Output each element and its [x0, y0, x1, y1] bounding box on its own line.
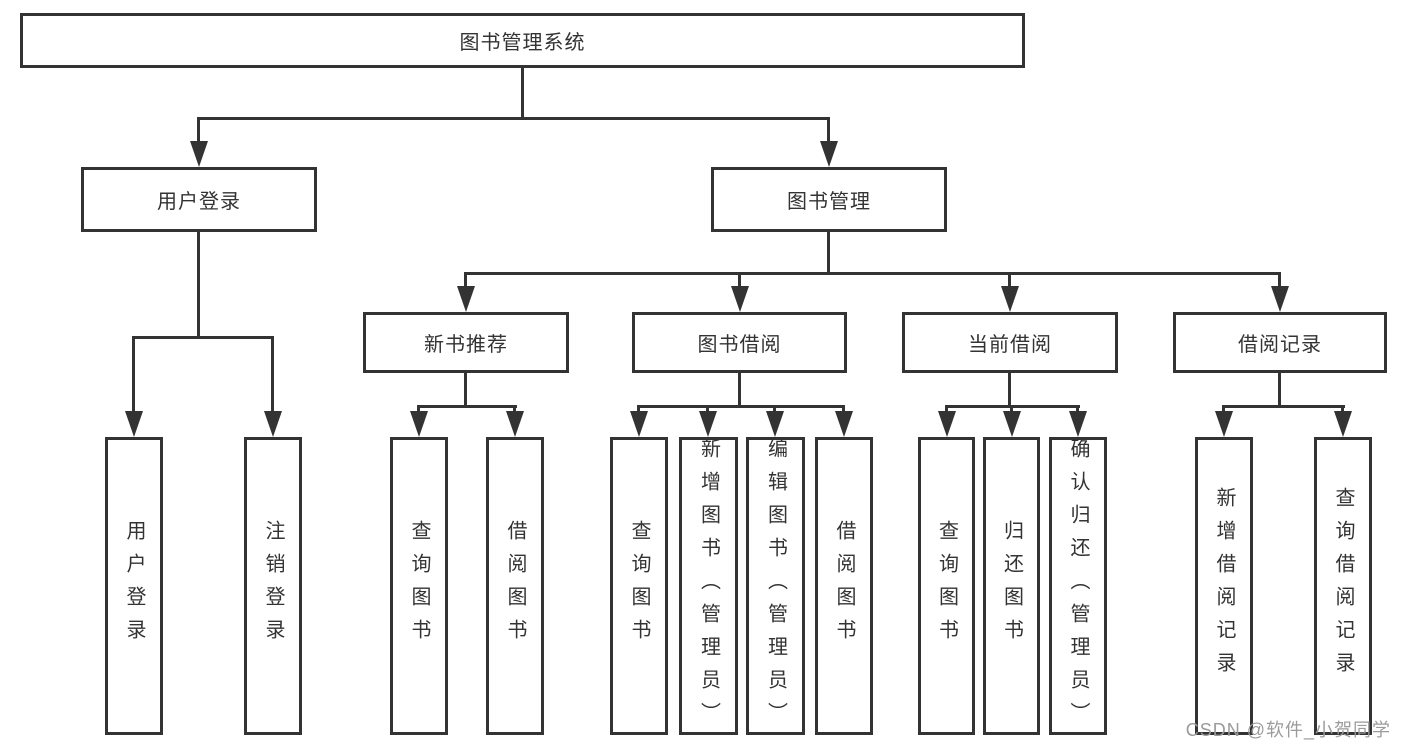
connector-drop-leaf — [132, 336, 135, 413]
connector-drop-book-mgmt — [827, 117, 830, 143]
node-book-management: 图书管理 — [711, 167, 947, 232]
arrowhead — [190, 141, 208, 167]
leaf-label: 用户登录 — [123, 520, 145, 652]
connector-drop-leaf — [945, 405, 948, 413]
leaf-borrow-books-newbook: 借阅图书 — [486, 437, 544, 735]
arrowhead — [1001, 286, 1019, 312]
node-label: 图书管理系统 — [459, 32, 586, 54]
arrowhead — [731, 286, 749, 312]
node-user-login: 用户登录 — [81, 167, 317, 232]
arrowhead — [938, 411, 956, 437]
connector-drop-leaf — [271, 336, 274, 413]
arrowhead — [125, 411, 143, 437]
connector-drop-new-book — [464, 272, 467, 289]
leaf-label: 确认归还（管理员） — [1067, 437, 1089, 735]
leaf-edit-books-admin: 编辑图书（管理员） — [746, 437, 805, 735]
connector-stem-current — [1008, 373, 1011, 405]
leaf-label: 注销登录 — [262, 520, 284, 652]
node-label: 图书管理 — [787, 191, 871, 213]
arrowhead — [1003, 411, 1021, 437]
connector-hline-user-login — [132, 336, 274, 339]
leaf-return-books: 归还图书 — [983, 437, 1040, 735]
connector-drop-borrow — [738, 272, 741, 289]
connector-hline-level2 — [198, 117, 830, 120]
connector-drop-leaf — [1222, 405, 1225, 413]
connector-drop-leaf — [773, 405, 776, 413]
connector-drop-leaf — [706, 405, 709, 413]
leaf-label: 查询图书 — [628, 520, 650, 652]
connector-stem-borrow — [738, 373, 741, 405]
leaf-label: 查询图书 — [935, 520, 958, 652]
connector-drop-leaf — [842, 405, 845, 413]
leaf-borrow-books: 借阅图书 — [815, 437, 873, 735]
leaf-label: 新增借阅记录 — [1213, 487, 1235, 685]
leaf-label: 查询图书 — [408, 520, 430, 652]
node-new-book-recommend: 新书推荐 — [363, 312, 569, 373]
connector-hline-level3 — [464, 272, 1281, 275]
node-current-borrow: 当前借阅 — [902, 312, 1118, 373]
leaf-confirm-return-admin: 确认归还（管理员） — [1049, 437, 1107, 735]
arrowhead — [766, 411, 784, 437]
leaf-query-books-current: 查询图书 — [918, 437, 975, 735]
leaf-label: 归还图书 — [1000, 520, 1023, 652]
node-label: 用户登录 — [157, 191, 241, 213]
node-label: 借阅记录 — [1238, 334, 1322, 356]
leaf-add-books-admin: 新增图书（管理员） — [679, 437, 738, 735]
leaf-label: 借阅图书 — [504, 520, 526, 652]
leaf-query-borrow-record: 查询借阅记录 — [1314, 437, 1372, 735]
arrowhead — [1215, 411, 1233, 437]
connector-stem-root — [521, 68, 524, 117]
connector-drop-leaf — [637, 405, 640, 413]
connector-hline-borrow — [637, 405, 845, 408]
connector-hline-records — [1222, 405, 1345, 408]
connector-drop-leaf — [1076, 405, 1079, 413]
arrowhead — [699, 411, 717, 437]
connector-drop-leaf — [1341, 405, 1344, 413]
leaf-label: 编辑图书（管理员） — [764, 437, 787, 735]
leaf-user-login: 用户登录 — [105, 437, 163, 735]
connector-stem-user-login — [197, 232, 200, 336]
leaf-label: 借阅图书 — [833, 520, 855, 652]
leaf-label: 查询借阅记录 — [1332, 487, 1354, 685]
leaf-logout: 注销登录 — [244, 437, 302, 735]
connector-drop-leaf — [417, 405, 420, 413]
arrowhead — [410, 411, 428, 437]
arrowhead — [457, 286, 475, 312]
node-book-borrow: 图书借阅 — [632, 312, 847, 373]
connector-drop-records — [1278, 272, 1281, 289]
arrowhead — [506, 411, 524, 437]
arrowhead — [1069, 411, 1087, 437]
connector-stem-book-mgmt — [827, 232, 830, 272]
node-label: 当前借阅 — [968, 334, 1052, 356]
node-label: 图书借阅 — [697, 334, 782, 356]
arrowhead — [835, 411, 853, 437]
arrowhead — [264, 411, 282, 437]
node-root-library-system: 图书管理系统 — [20, 13, 1025, 68]
connector-stem-records — [1278, 373, 1281, 405]
connector-hline-new-book — [417, 405, 517, 408]
arrowhead — [1271, 286, 1289, 312]
node-borrow-records: 借阅记录 — [1173, 312, 1387, 373]
leaf-query-books-borrow: 查询图书 — [610, 437, 668, 735]
leaf-query-books-newbook: 查询图书 — [390, 437, 448, 735]
leaf-label: 新增图书（管理员） — [697, 437, 720, 735]
arrowhead — [1334, 411, 1352, 437]
arrowhead — [820, 141, 838, 167]
connector-drop-user-login — [197, 117, 200, 143]
connector-drop-current — [1008, 272, 1011, 289]
arrowhead — [630, 411, 648, 437]
node-label: 新书推荐 — [424, 334, 508, 356]
connector-drop-leaf — [1010, 405, 1013, 413]
connector-stem-new-book — [464, 373, 467, 405]
leaf-add-borrow-record: 新增借阅记录 — [1195, 437, 1253, 735]
connector-drop-leaf — [513, 405, 516, 413]
